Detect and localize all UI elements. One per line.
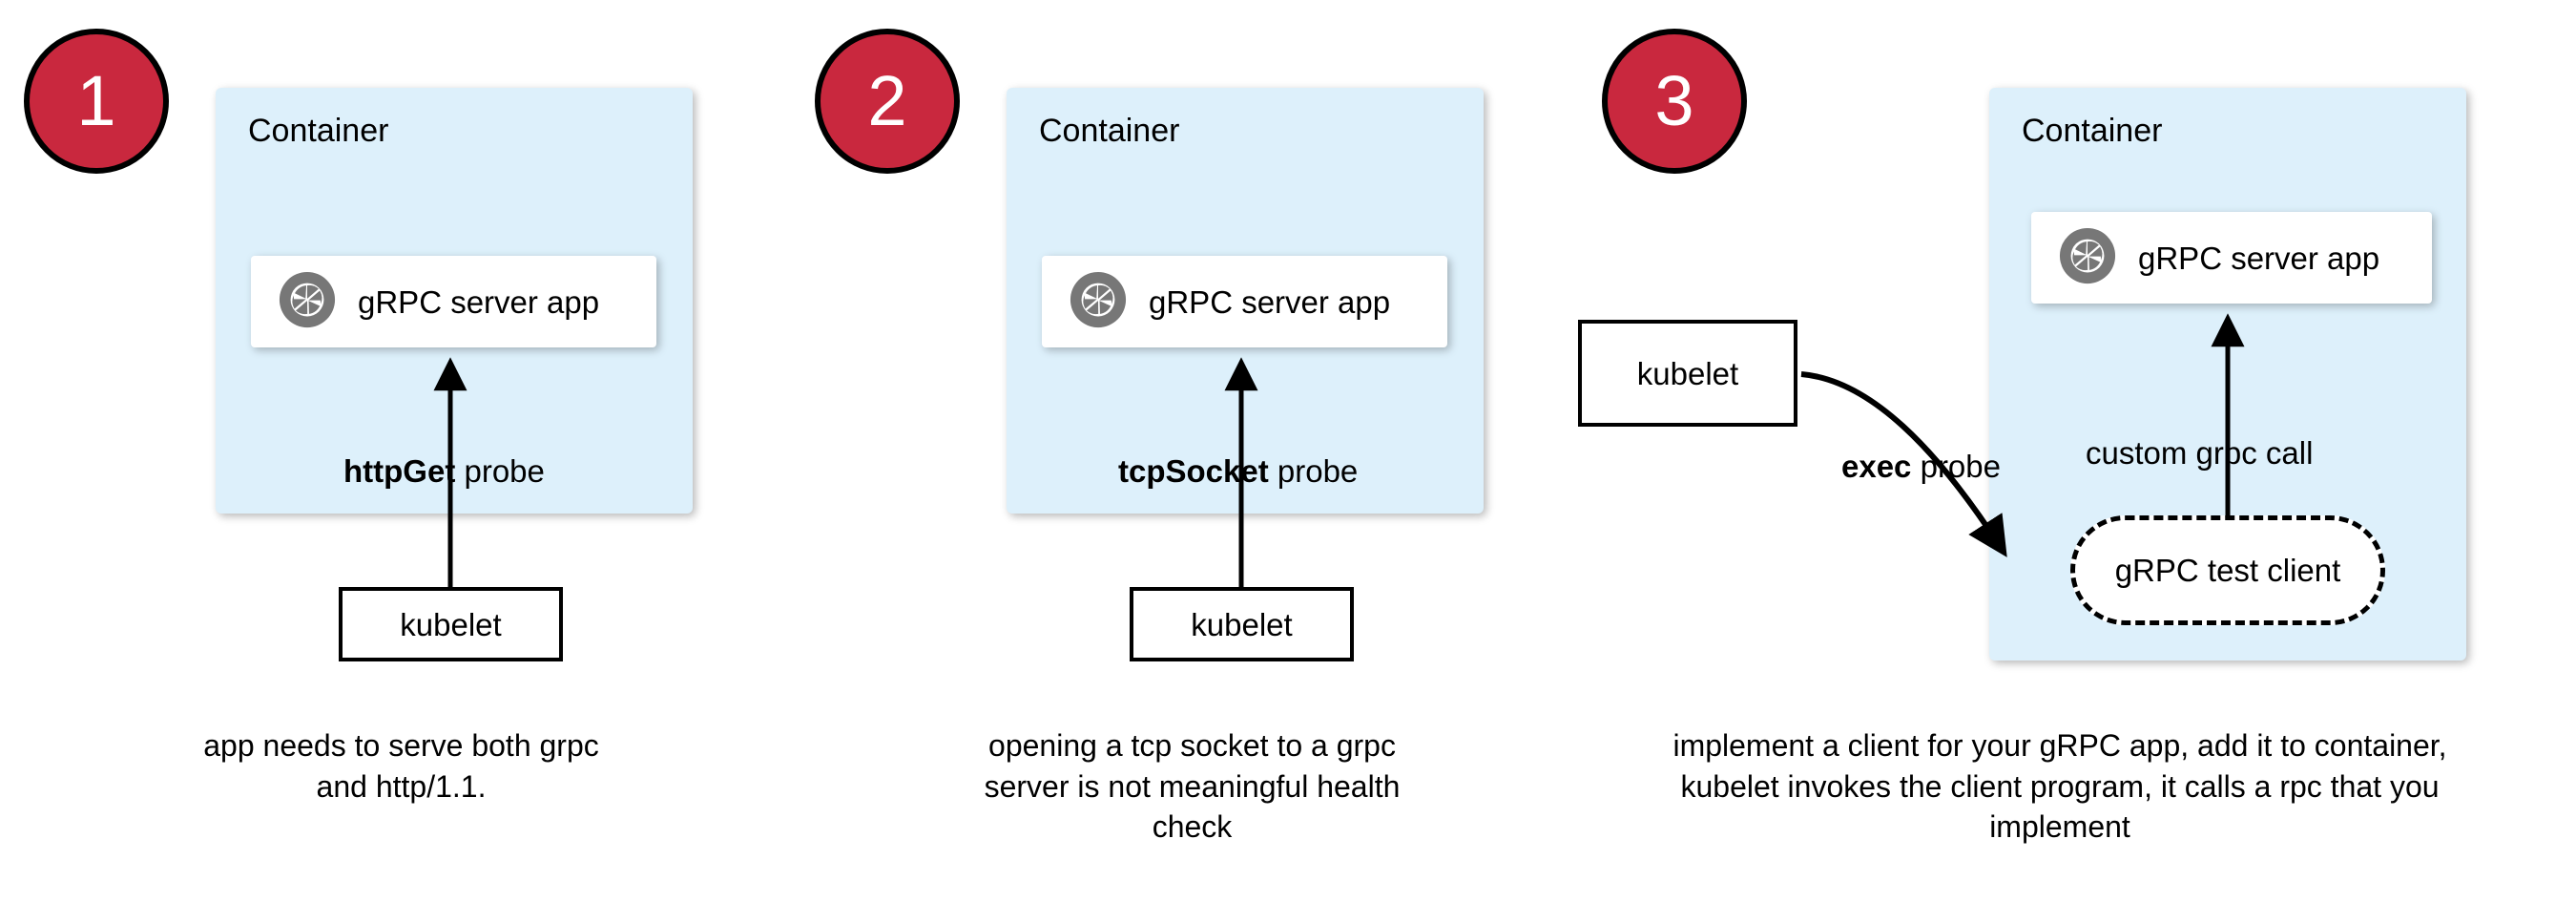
- probe-label-rest: probe: [1268, 453, 1359, 489]
- kubelet-label: kubelet: [1191, 606, 1293, 642]
- probe-label-3: exec probe: [1841, 451, 2001, 482]
- kubelet-box-1: kubelet: [339, 587, 563, 661]
- container-label: Container: [2022, 113, 2163, 149]
- probe-label-bold: tcpSocket: [1118, 453, 1269, 489]
- step-badge-3: 3: [1602, 29, 1747, 174]
- panel-step-2: 2 Container gRPC server: [791, 0, 1574, 923]
- container-label: Container: [1039, 113, 1180, 149]
- panel-step-1: 1 Container gRPC server: [0, 0, 787, 923]
- grpc-server-app-label: gRPC server app: [358, 283, 600, 320]
- probe-label-bold: exec: [1841, 449, 1912, 484]
- probe-label-rest: probe: [455, 453, 545, 489]
- caption-1: app needs to serve both grpc and http/1.…: [203, 728, 599, 804]
- kubelet-box-2: kubelet: [1130, 587, 1354, 661]
- grpc-server-app-label: gRPC server app: [2138, 240, 2380, 276]
- grpc-aperture-icon: [278, 270, 337, 334]
- grpc-server-app-card-1: gRPC server app: [251, 256, 656, 347]
- grpc-server-app-card-2: gRPC server app: [1042, 256, 1447, 347]
- kubelet-label: kubelet: [400, 606, 502, 642]
- grpc-aperture-icon: [1069, 270, 1128, 334]
- probe-label-1: httpGet probe: [343, 455, 545, 487]
- grpc-test-client-node: gRPC test client: [2070, 515, 2385, 625]
- grpc-aperture-icon: [2058, 226, 2117, 290]
- step-badge-1: 1: [24, 29, 169, 174]
- custom-grpc-call-label: custom grpc call: [2086, 435, 2314, 471]
- probe-label-rest: probe: [1911, 449, 2001, 484]
- kubelet-box-3: kubelet: [1578, 320, 1797, 427]
- caption-3: implement a client for your gRPC app, ad…: [1672, 728, 2447, 845]
- panel-step-3: 3 Container gRPC server: [1578, 0, 2576, 923]
- step-badge-number: 2: [867, 61, 907, 140]
- step-badge-number: 3: [1654, 61, 1694, 140]
- kubelet-label: kubelet: [1636, 355, 1739, 391]
- probe-label-2: tcpSocket probe: [1118, 455, 1358, 487]
- step-badge-number: 1: [76, 61, 116, 140]
- probe-label-bold: httpGet: [343, 453, 456, 489]
- caption-2: opening a tcp socket to a grpc server is…: [984, 728, 1401, 845]
- grpc-server-app-label: gRPC server app: [1149, 283, 1391, 320]
- container-label: Container: [248, 113, 389, 149]
- step-badge-2: 2: [815, 29, 960, 174]
- grpc-server-app-card-3: gRPC server app: [2031, 212, 2432, 304]
- grpc-test-client-label: gRPC test client: [2114, 553, 2341, 588]
